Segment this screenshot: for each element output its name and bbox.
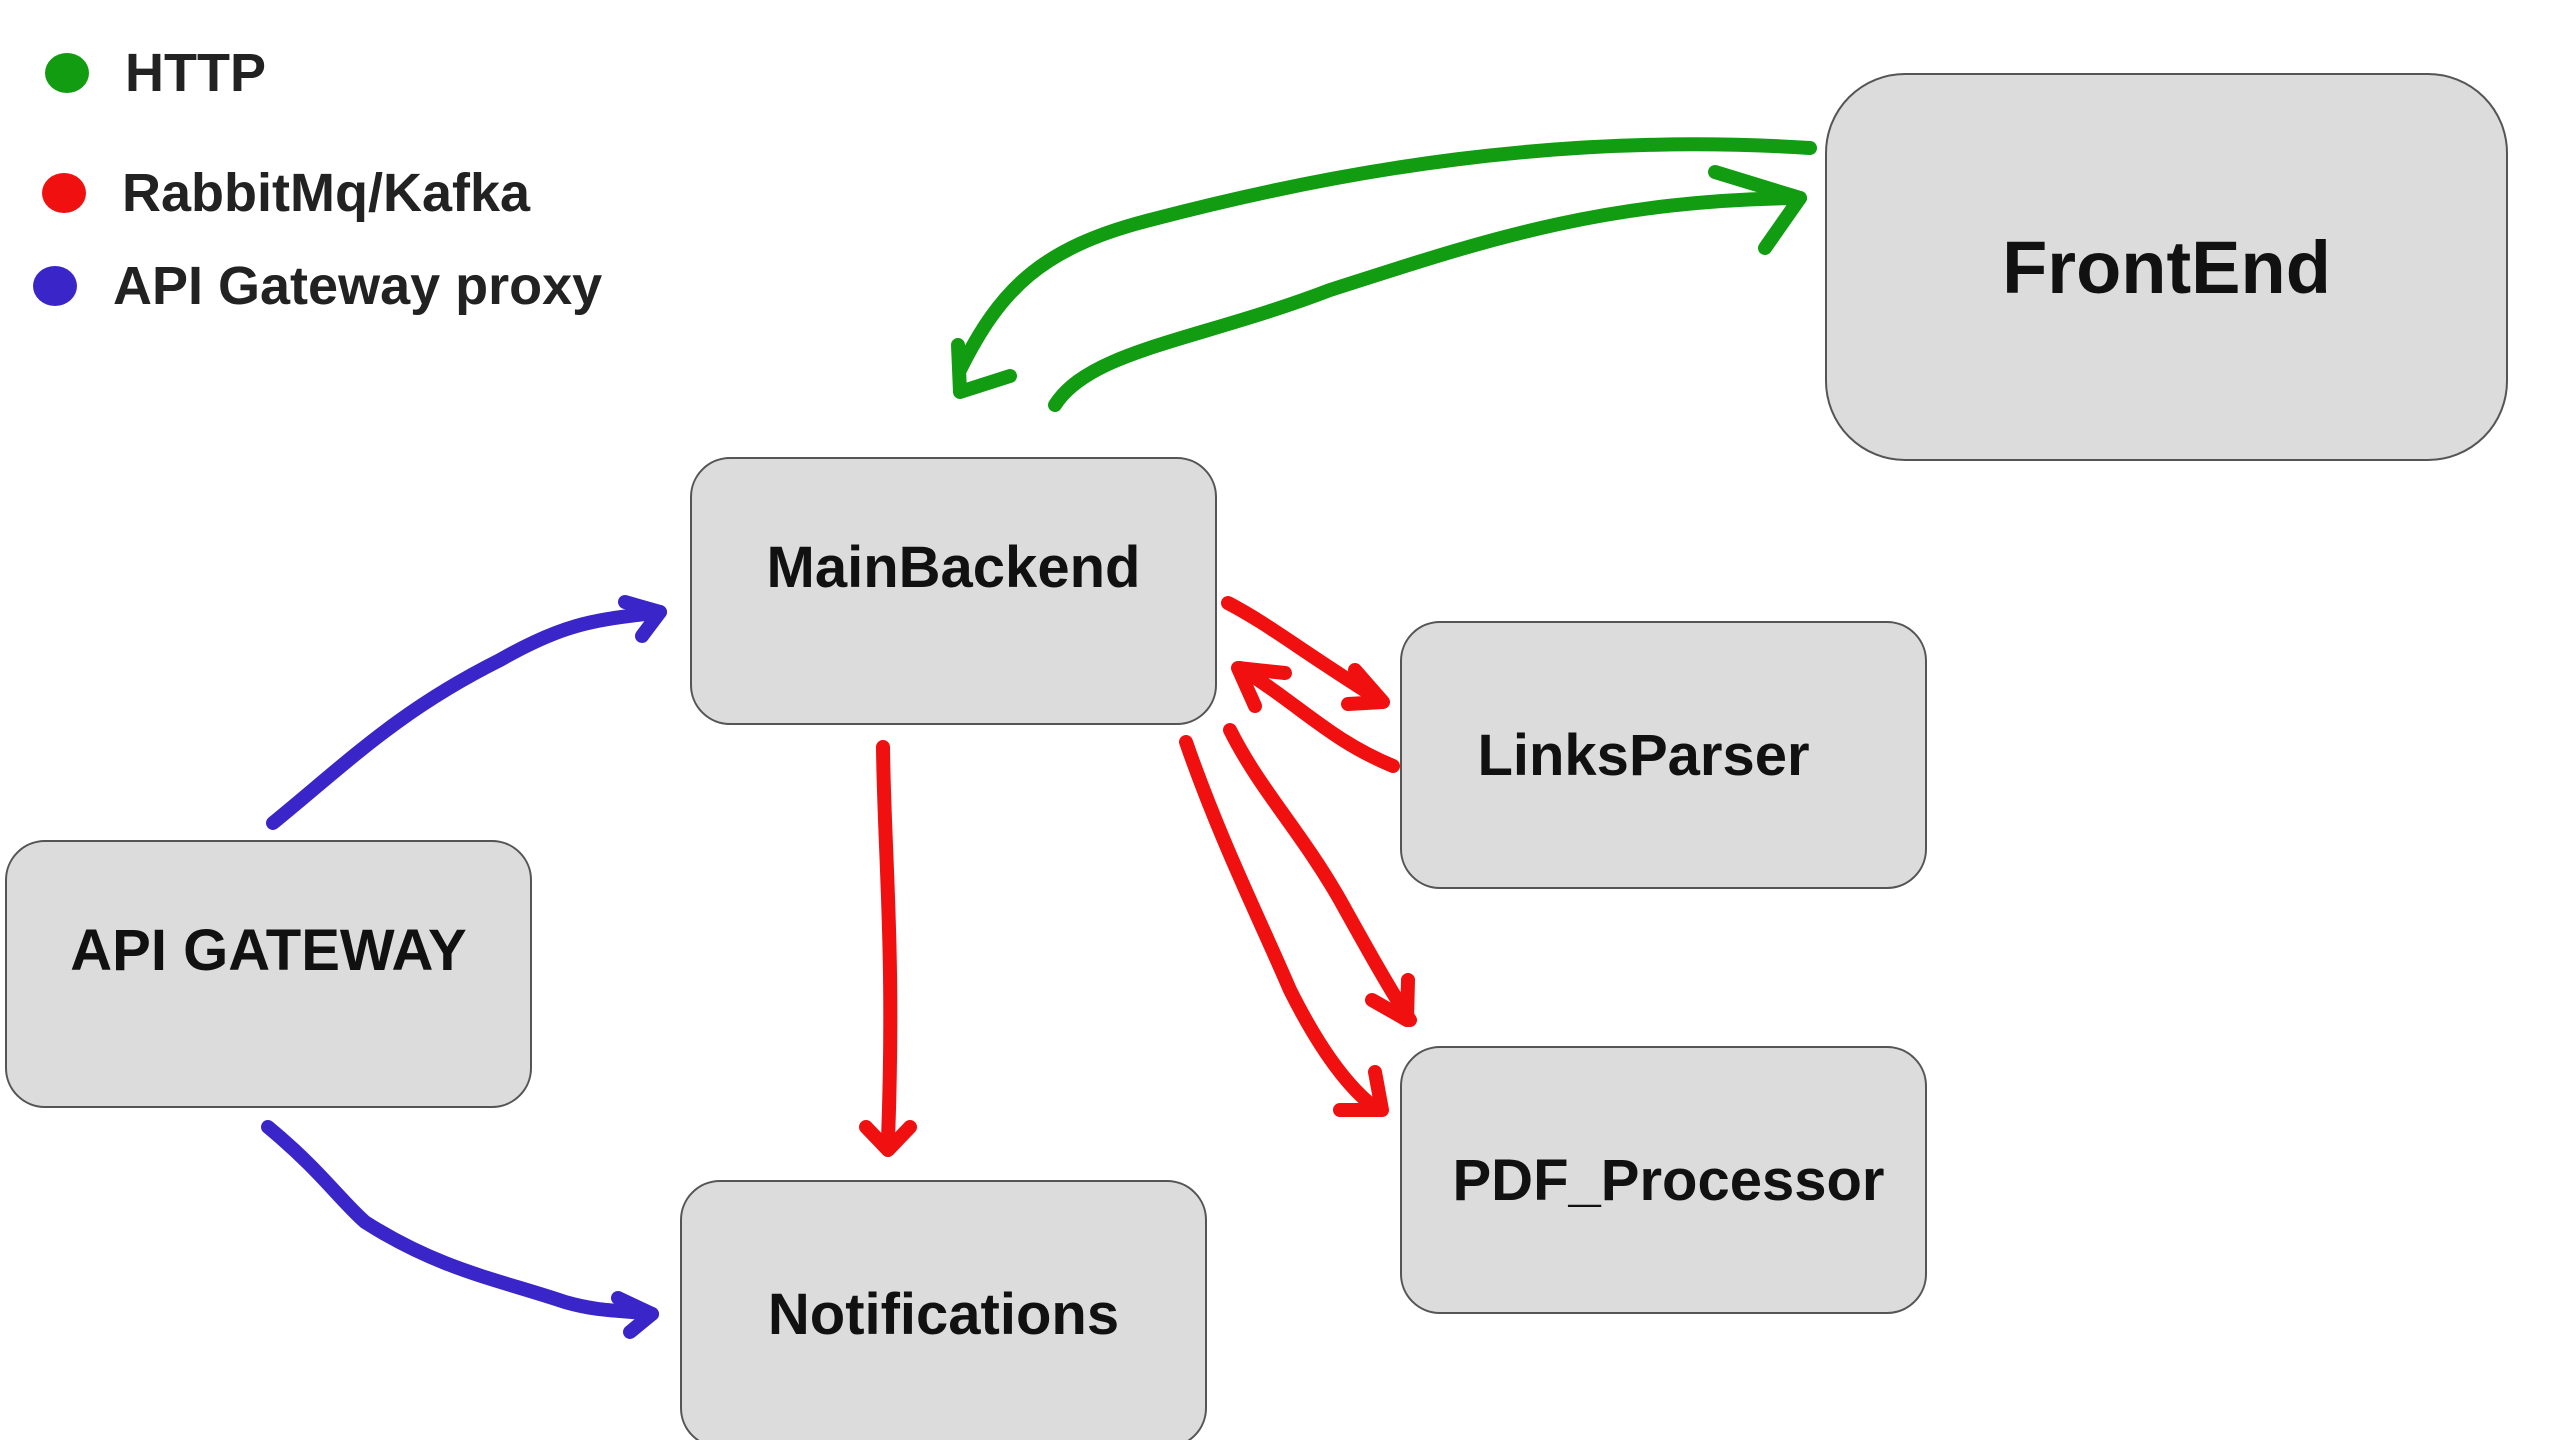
arrow-frontend-to-backend [953,137,1817,377]
arrow-backend-to-linksparser [1221,596,1387,707]
arrow-gateway-to-notifications [261,1120,659,1321]
arrow-gateway-to-backend [266,605,667,830]
arrow-backend-to-pdf-upper [1223,723,1417,1027]
legend-http: HTTP [45,42,266,104]
node-links-parser: LinksParser [1400,621,1927,889]
arrow-backend-to-notifications [876,740,898,1147]
arrow-backend-to-frontend [1048,191,1807,412]
arrow-gateway-to-backend-head [618,595,667,643]
arrow-backend-to-linksparser-head [1341,663,1390,711]
green-dot-icon [45,53,89,93]
arrow-backend-to-pdf-lower-head [1333,1065,1389,1117]
blue-dot-icon [33,266,77,306]
node-links-parser-label: LinksParser [1477,722,1810,788]
node-api-gateway: API GATEWAY [5,840,532,1108]
legend-queue: RabbitMq/Kafka [42,162,530,224]
node-frontend-label: FrontEnd [2002,225,2331,309]
arrow-backend-to-pdf-upper-head [1365,973,1415,1027]
node-main-backend-label: MainBackend [766,534,1141,600]
node-frontend: FrontEnd [1825,73,2508,461]
legend-proxy-label: API Gateway proxy [113,256,603,316]
legend-queue-label: RabbitMq/Kafka [122,163,531,223]
red-dot-icon [42,173,86,213]
legend-http-label: HTTP [125,43,266,103]
arrow-linksparser-to-backend-head [1231,661,1292,713]
arrow-backend-to-frontend-head [1708,165,1807,255]
node-main-backend: MainBackend [690,457,1217,725]
arrow-frontend-to-backend-head [951,338,1017,399]
arrow-backend-to-pdf-lower [1179,735,1385,1117]
node-notifications: Notifications [680,1180,1207,1440]
node-pdf-processor: PDF_Processor [1400,1046,1927,1314]
arrow-backend-to-notifications-head [859,1120,917,1157]
arrow-gateway-to-notifications-head [611,1291,659,1339]
node-pdf-processor-label: PDF_Processor [1452,1147,1885,1213]
legend-proxy: API Gateway proxy [33,255,602,317]
node-api-gateway-label: API GATEWAY [70,917,467,983]
arrow-linksparser-to-backend [1233,661,1400,773]
node-notifications-label: Notifications [767,1281,1120,1347]
